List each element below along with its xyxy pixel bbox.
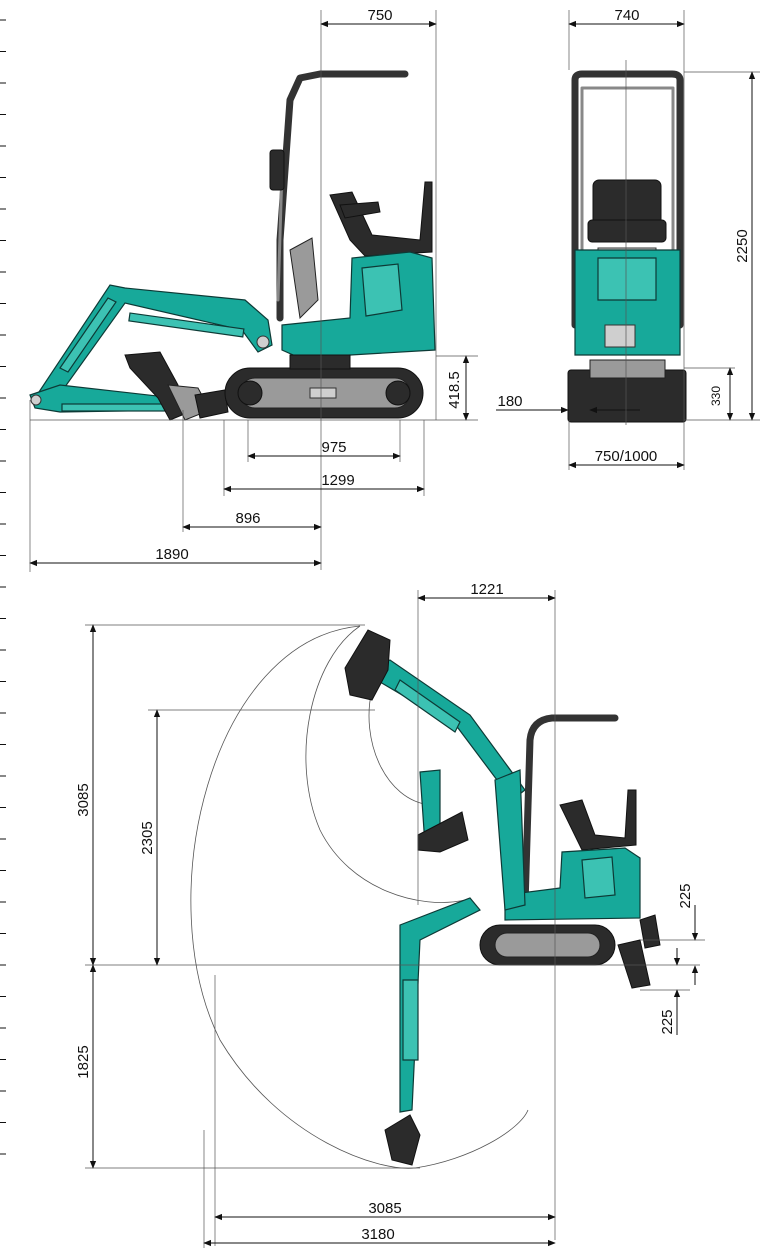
dim-blade-raise: 225 [677, 883, 694, 908]
dim-max-dump-height: 2305 [139, 821, 156, 854]
dim-max-dig-depth: 1825 [75, 1045, 92, 1078]
side-view-seat [329, 181, 433, 257]
dim-dig-offset: 1221 [470, 581, 503, 598]
side-view-arm [29, 284, 273, 421]
dim-max-reach: 3180 [361, 1226, 394, 1243]
side-view-track [224, 354, 424, 419]
dim-side-top-width: 750 [367, 7, 392, 24]
working-range-view [190, 625, 661, 1169]
front-view [567, 70, 687, 423]
dim-max-reach-ground: 3085 [368, 1200, 401, 1217]
dim-track-outer: 1299 [321, 472, 354, 489]
dim-front-blade-offset: 180 [497, 393, 522, 410]
dim-front-ground-clearance: 330 [709, 386, 723, 406]
dim-front-top-width: 740 [614, 7, 639, 24]
dim-total-length: 1890 [155, 546, 188, 563]
side-view [29, 70, 436, 421]
dim-front-track-width: 750/1000 [595, 448, 658, 465]
dimension-lines [29, 10, 760, 1248]
dim-blade-lower: 225 [659, 1009, 676, 1034]
left-edge-ticks [0, 19, 6, 1155]
dimension-labels: 750 740 2250 330 180 750/1000 418.5 975 … [75, 7, 751, 1243]
dim-bucket-reach: 896 [235, 510, 260, 527]
dim-side-height: 418.5 [446, 371, 463, 409]
dim-track-inner: 975 [321, 439, 346, 456]
dim-max-dig-height: 3085 [75, 783, 92, 816]
dim-front-height: 2250 [734, 229, 751, 262]
